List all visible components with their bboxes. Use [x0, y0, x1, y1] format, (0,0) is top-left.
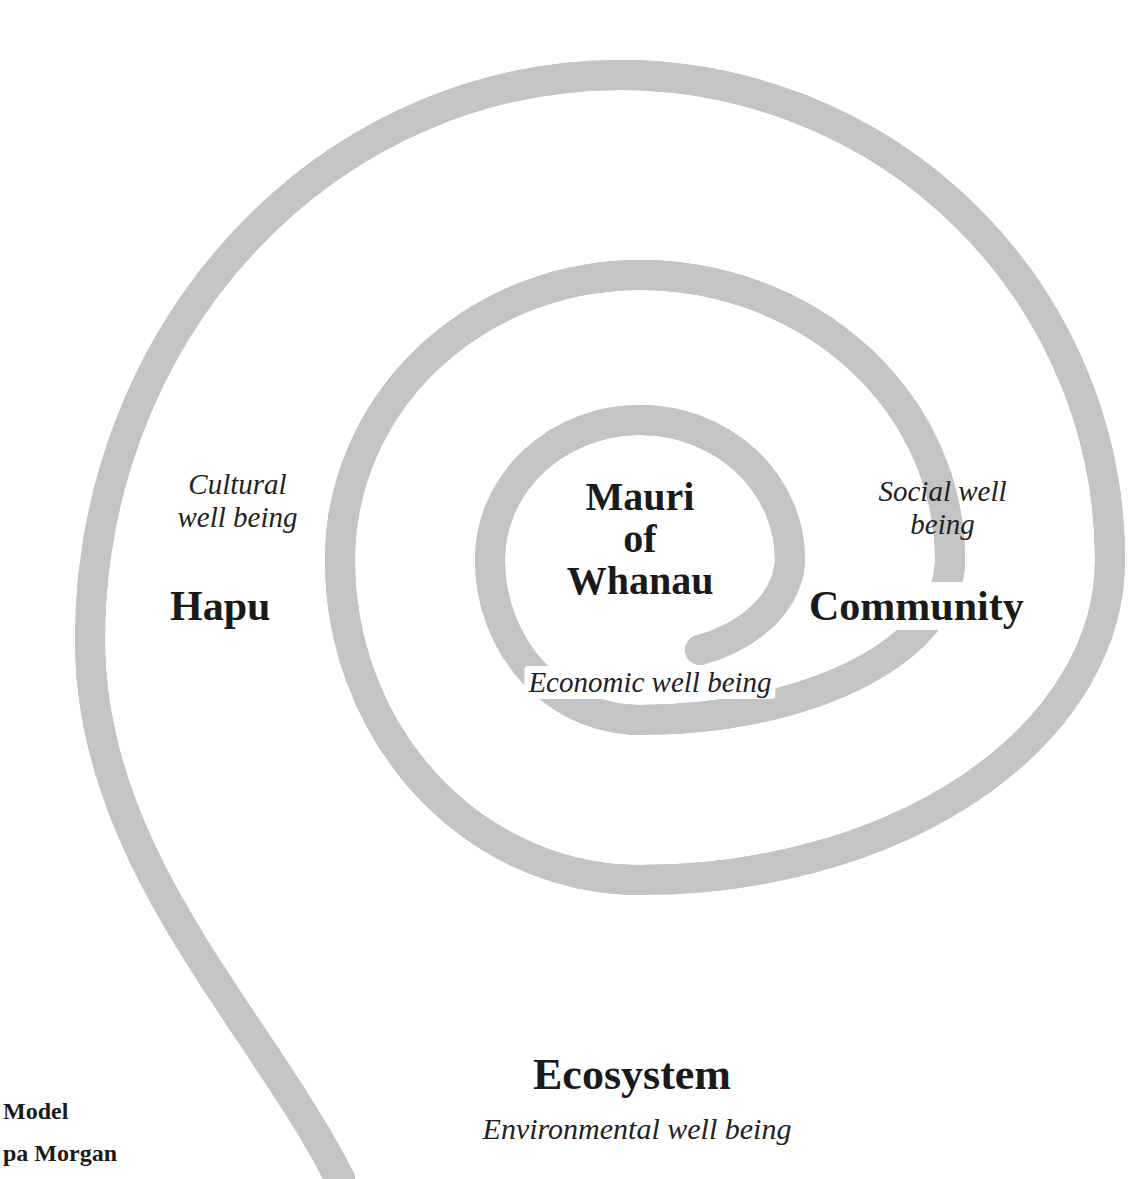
centre-title: Mauri of Whanau — [567, 476, 714, 602]
hapu-label: Hapu — [170, 582, 270, 630]
environmental-label: Environmental well being — [483, 1112, 792, 1147]
koru-stem — [90, 75, 1110, 1179]
ecosystem-label: Ecosystem — [533, 1050, 731, 1101]
community-label: Community — [805, 582, 1028, 630]
koru-beads — [90, 75, 1110, 1179]
author-credit: pa Morgan — [3, 1140, 117, 1168]
koru-bead-centres — [90, 75, 1110, 1179]
koru-spiral — [90, 75, 1110, 1179]
model-credit: Model — [3, 1098, 68, 1126]
economic-label: Economic well being — [524, 666, 775, 699]
social-label: Social well being — [870, 475, 1015, 542]
cultural-label: Cultural well being — [165, 468, 310, 535]
